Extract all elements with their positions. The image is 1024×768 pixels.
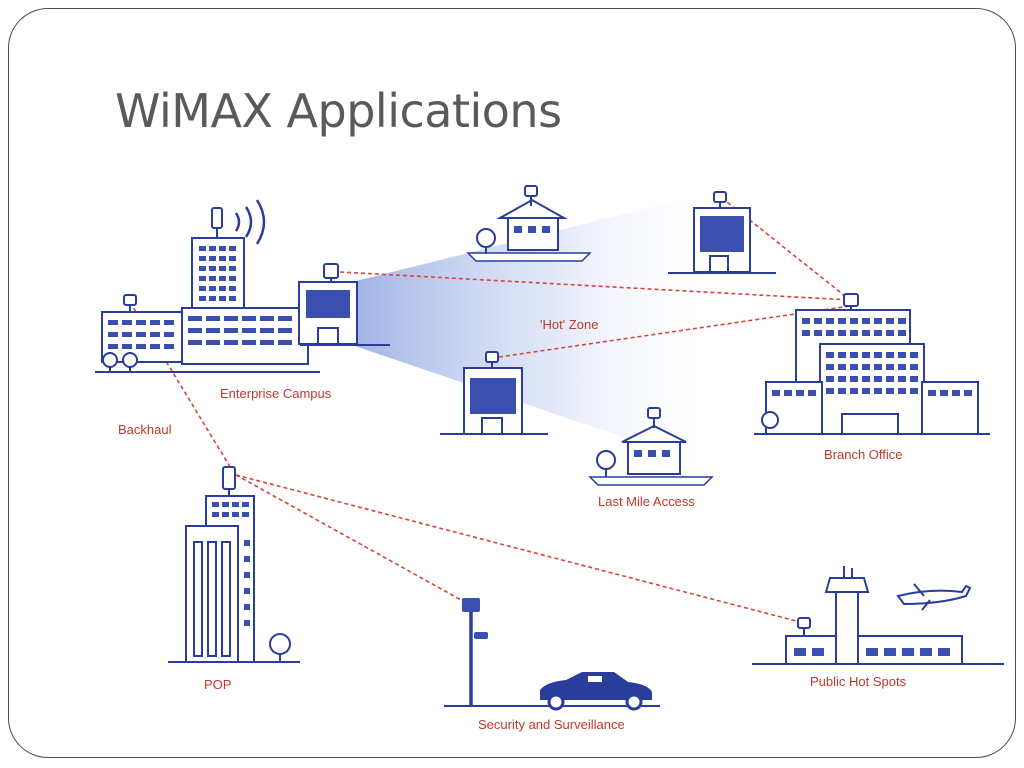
- label-public-hot-spots: Public Hot Spots: [810, 674, 907, 689]
- link-branch-tower-to-branch: [721, 197, 851, 301]
- label-pop: POP: [204, 677, 231, 692]
- label-branch-office: Branch Office: [824, 447, 903, 462]
- link-campus-to-branch: [339, 271, 851, 301]
- pop-building: [168, 466, 300, 663]
- wireless-signal-icon: [211, 199, 266, 245]
- airplane-icon: [896, 583, 972, 611]
- branch-office-building: [754, 293, 990, 435]
- last-mile-house: [588, 407, 714, 486]
- coverage-beam: [352, 195, 720, 470]
- label-security-surveillance: Security and Surveillance: [478, 717, 625, 732]
- link-hotzone-to-branch: [491, 305, 851, 359]
- public-hot-spots-building: [752, 566, 1004, 665]
- tree-icon: [102, 352, 138, 373]
- hot-zone-building: [440, 351, 548, 435]
- link-pop-to-hotspots: [235, 474, 801, 623]
- label-hot-zone: 'Hot' Zone: [540, 317, 598, 332]
- enterprise-campus-building: [95, 237, 390, 373]
- label-enterprise-campus: Enterprise Campus: [220, 386, 332, 401]
- link-pop-to-surveillance: [235, 474, 473, 607]
- label-last-mile-access: Last Mile Access: [598, 494, 695, 509]
- top-house: [466, 185, 592, 262]
- branch-tower-building: [668, 191, 776, 274]
- slide-title: WiMAX Applications: [115, 84, 562, 138]
- police-car-icon: [540, 672, 652, 711]
- link-lines: [129, 197, 851, 623]
- antenna-icon: [123, 263, 339, 312]
- link-backhaul: [129, 301, 233, 471]
- label-backhaul: Backhaul: [118, 422, 172, 437]
